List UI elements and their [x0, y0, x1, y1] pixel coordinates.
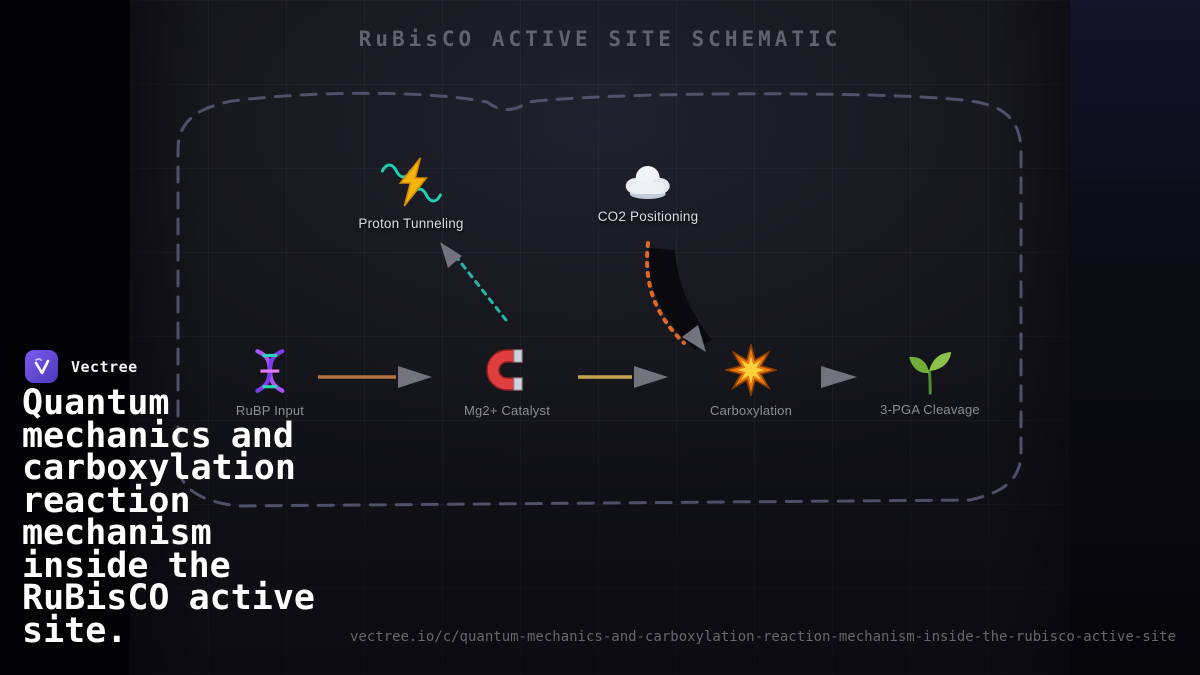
node-label: RuBP Input	[235, 403, 305, 418]
right-background	[1070, 0, 1200, 675]
node-mg-catalyst: Mg2+ Catalyst	[464, 344, 550, 418]
headline: Quantum mechanics and carboxylation reac…	[22, 383, 316, 651]
seedling-icon	[908, 352, 951, 395]
schematic-title: RuBisCO ACTIVE SITE SCHEMATIC	[358, 27, 842, 51]
cloud-icon	[626, 166, 670, 199]
footer-url: vectree.io/c/quantum-mechanics-and-carbo…	[349, 629, 1176, 645]
explosion-icon	[725, 344, 777, 396]
node-co2-positioning: CO2 Positioning	[598, 158, 699, 224]
node-label: Proton Tunneling	[358, 216, 464, 231]
node-label: Carboxylation	[709, 403, 793, 418]
node-rubp-input: RuBP Input	[236, 346, 304, 418]
node-label: CO2 Positioning	[597, 209, 699, 224]
node-label: 3-PGA Cleavage	[880, 402, 980, 417]
node-carboxylation: Carboxylation	[710, 344, 792, 418]
node-proton-tunneling: Proton Tunneling	[358, 155, 463, 231]
node-pga-cleavage: 3-PGA Cleavage	[880, 347, 980, 417]
node-label: Mg2+ Catalyst	[463, 403, 551, 418]
brand-name: Vectree	[71, 357, 138, 376]
vectree-logo-icon	[25, 350, 58, 383]
dna-icon	[255, 349, 285, 393]
left-background	[0, 0, 130, 675]
magnet-icon	[486, 349, 523, 391]
tunneling-icon	[380, 157, 442, 207]
brand: Vectree	[25, 350, 138, 383]
